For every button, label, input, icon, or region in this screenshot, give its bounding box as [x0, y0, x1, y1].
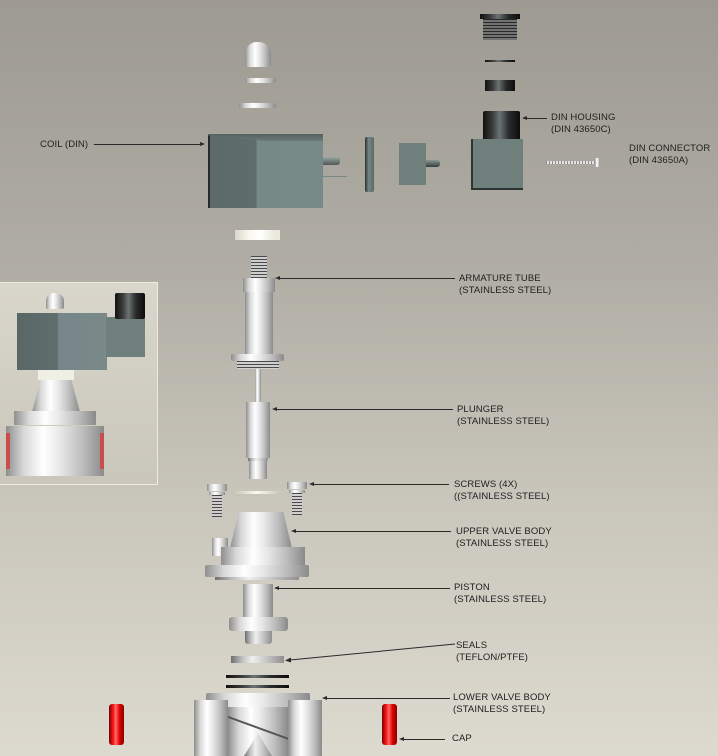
label-din-connector: DIN CONNECTOR (DIN 43650A): [629, 143, 711, 166]
inset-port-right: [100, 433, 104, 469]
seal-flat-2: [226, 685, 289, 688]
arrow-screws-icon: [309, 481, 314, 486]
armature-flange-thread: [237, 361, 279, 369]
leader-cap: [404, 739, 445, 740]
leader-lower-valve-body: [327, 698, 450, 699]
cable-gland-head: [480, 14, 520, 19]
leader-coil: [94, 144, 200, 145]
assembled-valve-inset: [0, 282, 158, 485]
inset-spacer: [38, 370, 74, 380]
plunger-rod: [255, 369, 261, 402]
washer-large: [239, 103, 276, 108]
leader-screws: [314, 484, 449, 485]
coil-spacer: [235, 230, 280, 240]
acorn-nut: [245, 42, 271, 67]
screw-left-thread: [212, 495, 222, 517]
screw-left: [207, 484, 227, 518]
coil: [208, 134, 323, 208]
coil-pin-line: [323, 176, 347, 177]
inset-din-housing: [106, 317, 145, 357]
screw-right-washer: [289, 490, 305, 493]
armature-thread: [251, 256, 267, 278]
inset-flange: [14, 411, 96, 425]
lower-valve-body-center: [228, 707, 288, 756]
connector-screw: [546, 161, 595, 164]
connector-insert-pin: [426, 160, 440, 167]
inset-upper-body: [32, 380, 80, 412]
inset-acorn-nut: [46, 293, 64, 309]
washer-small: [245, 78, 276, 83]
connector-screw-head: [595, 158, 600, 167]
leader-din-housing: [526, 118, 547, 119]
gasket: [365, 137, 374, 192]
arrow-din-housing-icon: [522, 115, 527, 120]
screw-right: [287, 482, 307, 516]
cable-gland: [480, 14, 520, 40]
screw-right-thread: [292, 493, 302, 515]
arrow-coil-icon: [200, 141, 205, 146]
label-screws: SCREWS (4X) ((STAINLESS STEEL): [454, 479, 550, 502]
inset-coil: [17, 313, 107, 370]
plunger-groove: [248, 458, 268, 461]
arrow-upper-valve-body-icon: [291, 528, 296, 533]
arrow-cap-icon: [399, 736, 404, 741]
o-ring: [234, 491, 280, 494]
leader-upper-valve-body: [296, 531, 451, 532]
armature-tube: [245, 292, 273, 354]
label-cap: CAP: [452, 733, 472, 744]
cap-left: [109, 704, 124, 745]
leader-armature-tube: [280, 278, 455, 279]
label-lower-valve-body: LOWER VALVE BODY (STAINLESS STEEL): [453, 692, 551, 715]
inset-port-left: [6, 433, 10, 469]
leader-seals: [285, 643, 456, 663]
label-upper-valve-body: UPPER VALVE BODY (STAINLESS STEEL): [456, 526, 552, 549]
armature-flange: [231, 354, 284, 361]
leader-plunger: [277, 409, 453, 410]
label-piston: PISTON (STAINLESS STEEL): [454, 582, 547, 605]
screw-left-head: [207, 484, 227, 491]
coil-pin: [323, 157, 340, 165]
upper-valve-body-cone: [230, 512, 292, 548]
lower-valve-body-port-right: [288, 700, 322, 756]
arrow-lower-valve-body-icon: [322, 695, 327, 700]
arrow-piston-icon: [274, 585, 279, 590]
seal-ring: [231, 656, 284, 663]
din-housing: [471, 139, 523, 190]
leader-piston: [279, 588, 450, 589]
din-housing-top: [483, 111, 520, 141]
cap-right: [382, 704, 397, 745]
screw-left-washer: [209, 492, 225, 495]
plunger: [246, 402, 270, 458]
inset-lower-body: [6, 426, 104, 476]
piston-disc: [229, 617, 288, 631]
upper-valve-body-flange: [205, 565, 309, 577]
arrow-plunger-icon: [272, 406, 277, 411]
arrow-armature-tube-icon: [275, 275, 280, 280]
label-seals: SEALS (TEFLON/PTFE): [456, 640, 529, 663]
gland-seal: [485, 80, 515, 91]
screw-right-head: [287, 482, 307, 489]
piston: [243, 584, 273, 618]
gland-washer: [485, 60, 515, 62]
label-plunger: PLUNGER (STAINLESS STEEL): [457, 404, 550, 427]
cable-gland-thread: [483, 19, 517, 40]
armature-collar: [243, 278, 275, 292]
upper-valve-body-step: [221, 547, 305, 565]
seal-flat-1: [226, 675, 289, 678]
plunger-tip: [249, 461, 267, 479]
label-coil: COIL (DIN): [40, 139, 89, 150]
connector-insert: [399, 143, 426, 185]
inset-din-cap: [115, 293, 145, 319]
label-din-housing: DIN HOUSING (DIN 43650C): [551, 112, 616, 135]
lower-valve-body-port-left: [194, 700, 228, 756]
piston-nut: [245, 631, 272, 644]
coil-top-bevel: [208, 134, 323, 141]
label-armature-tube: ARMATURE TUBE (STAINLESS STEEL): [459, 273, 552, 296]
upper-valve-body-lip: [215, 577, 299, 580]
lower-valve-body-flange: [206, 693, 310, 707]
